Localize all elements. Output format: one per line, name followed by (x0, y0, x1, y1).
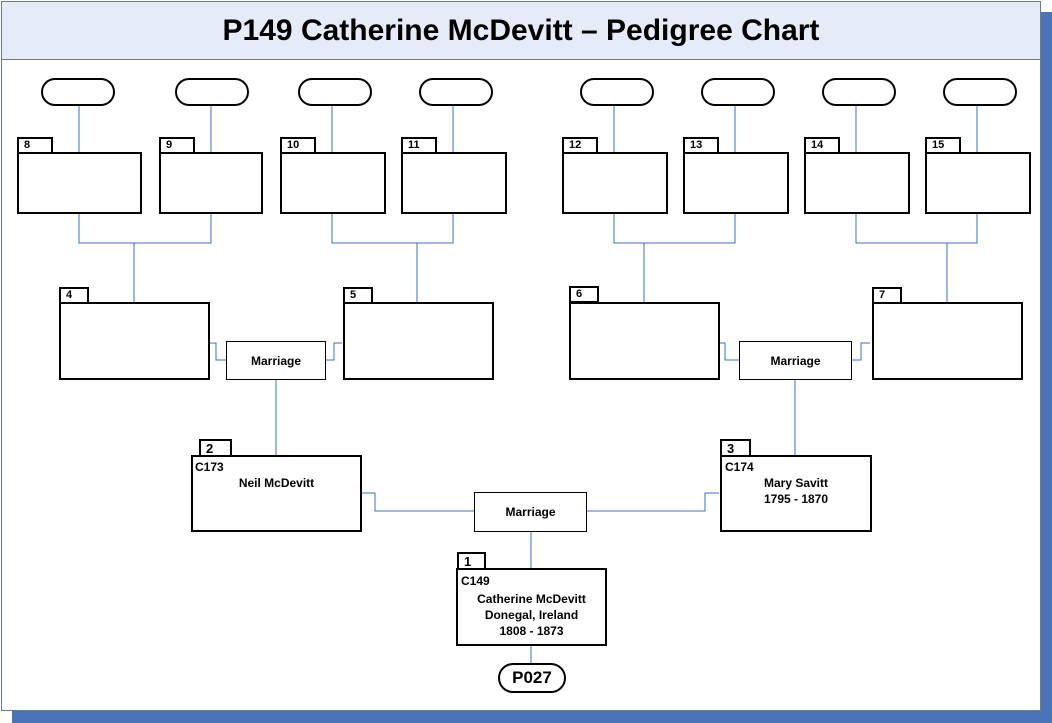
parent-placeholder-pill (701, 78, 775, 106)
connector-line (587, 492, 719, 512)
person-number-tab: 13 (683, 137, 719, 153)
person-code: C173 (195, 460, 224, 474)
person-number-tab: 12 (562, 137, 598, 153)
person-number-tab: 6 (569, 286, 599, 302)
chart-title: P149 Catherine McDevitt – Pedigree Chart (222, 13, 820, 47)
person-number-tab: 8 (17, 137, 53, 153)
person-box-2[interactable] (191, 455, 362, 532)
person-number-tab: 9 (159, 137, 195, 153)
person-name: Catherine McDevitt (477, 592, 586, 606)
person-box-13[interactable] (683, 152, 789, 214)
connector-line (613, 213, 736, 244)
connector-line (855, 213, 978, 244)
parent-placeholder-pill (822, 78, 896, 106)
person-box-8[interactable] (17, 152, 142, 214)
person-box-15[interactable] (925, 152, 1031, 214)
person-number-tab: 7 (872, 287, 902, 303)
person-number-tab: 10 (280, 137, 316, 153)
person-place: Donegal, Ireland (484, 608, 579, 622)
person-box-11[interactable] (401, 152, 507, 214)
root-id-pill[interactable]: P027 (498, 663, 566, 693)
marriage-label: Marriage (226, 341, 326, 380)
connector-line (331, 213, 454, 244)
person-dates: 1795 - 1870 (763, 492, 829, 506)
person-number-tab: 4 (59, 287, 89, 303)
person-number-tab: 1 (457, 552, 486, 570)
person-code: C149 (461, 574, 490, 588)
person-number-tab: 5 (343, 287, 373, 303)
person-box-9[interactable] (159, 152, 263, 214)
connector-line (361, 492, 474, 512)
person-box-3[interactable] (720, 455, 872, 532)
person-box-6[interactable] (569, 302, 720, 380)
person-box-1[interactable] (456, 568, 607, 646)
person-box-14[interactable] (804, 152, 910, 214)
person-number-tab: 11 (401, 137, 437, 153)
person-number-tab: 15 (925, 137, 961, 153)
parent-placeholder-pill (298, 78, 372, 106)
parent-placeholder-pill (41, 78, 115, 106)
person-name: Neil McDevitt (238, 476, 315, 490)
parent-placeholder-pill (580, 78, 654, 106)
chart-page: P149 Catherine McDevitt – Pedigree Chart (1, 1, 1041, 711)
person-box-7[interactable] (872, 302, 1023, 380)
person-box-5[interactable] (343, 302, 494, 380)
person-box-4[interactable] (59, 302, 210, 380)
marriage-label: Marriage (739, 341, 852, 380)
connector-line (326, 342, 342, 361)
connector-lines (78, 106, 978, 663)
marriage-label: Marriage (474, 492, 587, 532)
person-box-12[interactable] (562, 152, 668, 214)
chart-header: P149 Catherine McDevitt – Pedigree Chart (2, 2, 1040, 60)
connector-line (210, 342, 226, 361)
person-number-tab: 14 (804, 137, 840, 153)
person-box-10[interactable] (280, 152, 386, 214)
connector-line (719, 342, 739, 361)
person-code: C174 (725, 460, 754, 474)
person-name: Mary Savitt (763, 476, 829, 490)
parent-placeholder-pill (419, 78, 493, 106)
parent-placeholder-pill (943, 78, 1017, 106)
parent-placeholder-pill (175, 78, 249, 106)
connector-line (852, 342, 870, 361)
connector-line (78, 213, 212, 244)
person-dates: 1808 - 1873 (499, 624, 564, 638)
